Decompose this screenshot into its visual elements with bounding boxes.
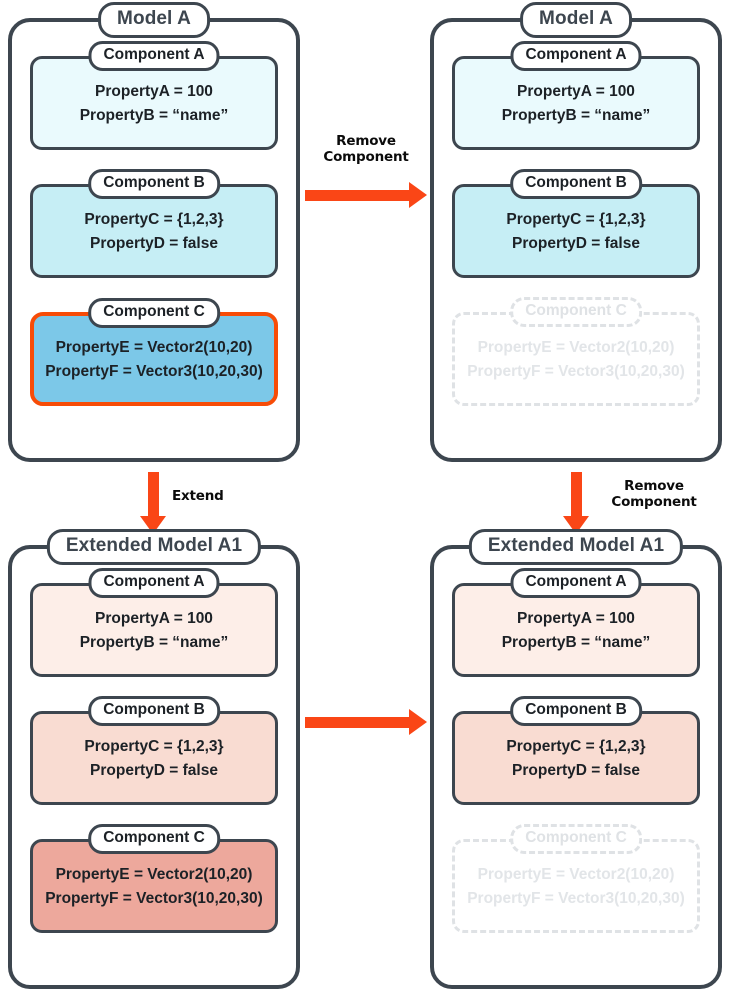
arrow-label-remove-component-right: Remove Component — [611, 478, 697, 511]
component-title: Component B — [88, 169, 220, 199]
component-card-b[interactable]: Component B PropertyC = {1,2,3} Property… — [452, 696, 700, 805]
component-card-b[interactable]: Component B PropertyC = {1,2,3} Property… — [452, 169, 700, 278]
panel-title: Model A — [520, 2, 632, 38]
component-property: PropertyE = Vector2(10,20) — [55, 339, 253, 357]
arrow-label-remove-component-top: Remove Component — [323, 133, 409, 166]
component-property: PropertyD = false — [90, 762, 218, 779]
component-property: PropertyD = false — [512, 235, 640, 252]
arrow-remove-component-vertical — [563, 472, 589, 534]
component-title: Component A — [510, 568, 642, 598]
component-property: PropertyF = Vector3(10,20,30) — [45, 890, 263, 907]
component-card-c-selected[interactable]: Component C PropertyE = Vector2(10,20) P… — [30, 298, 278, 406]
component-title: Component B — [88, 696, 220, 726]
arrow-shaft — [305, 717, 409, 728]
component-property: PropertyF = Vector3(10,20,30) — [467, 363, 685, 380]
arrow-head-icon — [409, 182, 427, 208]
panel-title: Extended Model A1 — [46, 529, 262, 565]
panel-body: Component A PropertyA = 100 PropertyB = … — [12, 549, 296, 957]
component-property: PropertyC = {1,2,3} — [506, 211, 646, 229]
component-property: PropertyC = {1,2,3} — [84, 211, 224, 229]
component-title: Component C — [88, 824, 220, 854]
component-card-a[interactable]: Component A PropertyA = 100 PropertyB = … — [30, 568, 278, 677]
panel-title: Extended Model A1 — [468, 529, 684, 565]
component-title: Component A — [510, 41, 642, 71]
panel-body: Component A PropertyA = 100 PropertyB = … — [434, 549, 718, 957]
component-card-a[interactable]: Component A PropertyA = 100 PropertyB = … — [452, 568, 700, 677]
component-card-c-removed: Component C PropertyE = Vector2(10,20) P… — [452, 297, 700, 406]
component-property: PropertyB = “name” — [79, 634, 229, 651]
component-property: PropertyF = Vector3(10,20,30) — [45, 363, 263, 380]
component-property: PropertyD = false — [512, 762, 640, 779]
panel-extended-model-a1-original[interactable]: Extended Model A1 Component A PropertyA … — [8, 529, 300, 989]
panel-body: Component A PropertyA = 100 PropertyB = … — [12, 22, 296, 430]
panel-model-a-original[interactable]: Model A Component A PropertyA = 100 Prop… — [8, 2, 300, 462]
component-title: Component A — [88, 41, 220, 71]
arrow-extend-vertical — [140, 472, 166, 534]
component-property: PropertyA = 100 — [95, 83, 213, 101]
arrow-shaft — [148, 472, 159, 516]
component-property: PropertyF = Vector3(10,20,30) — [467, 890, 685, 907]
arrow-head-icon — [409, 709, 427, 735]
component-property: PropertyA = 100 — [517, 610, 635, 628]
component-title: Component A — [88, 568, 220, 598]
component-title: Component C — [510, 297, 642, 327]
component-property: PropertyE = Vector2(10,20) — [477, 339, 675, 357]
arrow-remove-component-bottom-horizontal — [305, 709, 427, 735]
component-card-b[interactable]: Component B PropertyC = {1,2,3} Property… — [30, 696, 278, 805]
panel-title: Model A — [98, 2, 210, 38]
component-property: PropertyB = “name” — [501, 107, 651, 124]
panel-model-a-removed[interactable]: Model A Component A PropertyA = 100 Prop… — [430, 2, 722, 462]
component-card-c-removed: Component C PropertyE = Vector2(10,20) P… — [452, 824, 700, 933]
arrow-remove-component-horizontal — [305, 182, 427, 208]
component-property: PropertyC = {1,2,3} — [84, 738, 224, 756]
component-card-a[interactable]: Component A PropertyA = 100 PropertyB = … — [452, 41, 700, 150]
component-property: PropertyD = false — [90, 235, 218, 252]
arrow-shaft — [571, 472, 582, 516]
component-property: PropertyA = 100 — [95, 610, 213, 628]
component-property: PropertyB = “name” — [501, 634, 651, 651]
component-title: Component C — [88, 298, 220, 328]
component-property: PropertyC = {1,2,3} — [506, 738, 646, 756]
arrow-label-extend: Extend — [172, 488, 224, 504]
component-card-b[interactable]: Component B PropertyC = {1,2,3} Property… — [30, 169, 278, 278]
panel-extended-model-a1-removed[interactable]: Extended Model A1 Component A PropertyA … — [430, 529, 722, 989]
component-card-a[interactable]: Component A PropertyA = 100 PropertyB = … — [30, 41, 278, 150]
arrow-shaft — [305, 190, 409, 201]
component-title: Component B — [510, 169, 642, 199]
component-property: PropertyE = Vector2(10,20) — [55, 866, 253, 884]
component-property: PropertyE = Vector2(10,20) — [477, 866, 675, 884]
component-card-c[interactable]: Component C PropertyE = Vector2(10,20) P… — [30, 824, 278, 933]
panel-body: Component A PropertyA = 100 PropertyB = … — [434, 22, 718, 430]
component-title: Component B — [510, 696, 642, 726]
component-property: PropertyA = 100 — [517, 83, 635, 101]
component-title: Component C — [510, 824, 642, 854]
component-property: PropertyB = “name” — [79, 107, 229, 124]
